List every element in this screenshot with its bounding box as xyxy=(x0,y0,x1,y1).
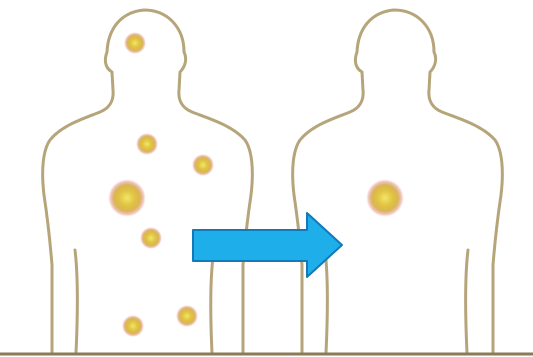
before-spot-5 xyxy=(176,305,198,327)
before-spot-3 xyxy=(192,154,214,176)
before-spot-large xyxy=(108,179,146,217)
before-spot-2 xyxy=(136,133,158,155)
before-spot-6 xyxy=(122,315,144,337)
before-spot-1 xyxy=(124,32,146,54)
after-spot-large xyxy=(366,179,404,217)
before-spot-4 xyxy=(140,227,162,249)
